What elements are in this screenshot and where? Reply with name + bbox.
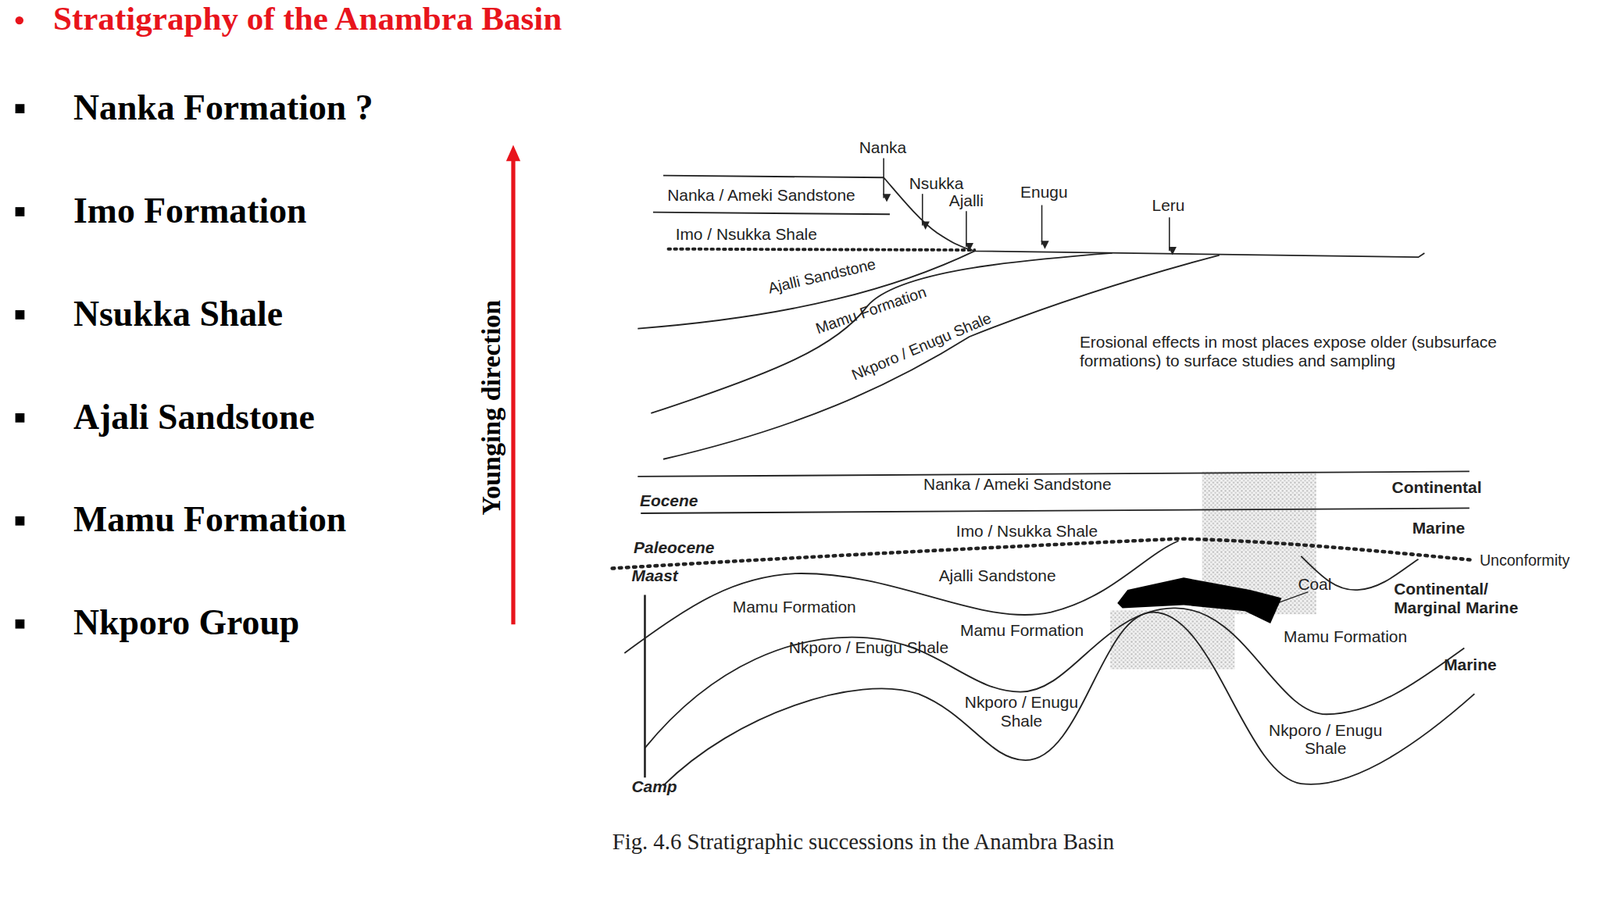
layer-label: Nanka / Ameki Sandstone (667, 186, 855, 206)
environment-label: Marine (1443, 656, 1497, 675)
note: Erosional effects in most places expose … (1079, 333, 1519, 372)
coal-label: Coal (1297, 575, 1332, 595)
list-item: Mamu Formation (73, 500, 347, 542)
place-name: Nsukka (909, 174, 965, 193)
layer-label: Nkporo / Enugu Shale (1263, 721, 1388, 759)
figure-caption: Fig. 4.6 Stratigraphic successions in th… (612, 828, 1115, 855)
epoch-label: Paleocene (633, 539, 715, 558)
list-item: Nkporo Group (73, 603, 300, 645)
lower-section (612, 471, 1475, 786)
layer-label: Mamu Formation (1283, 627, 1408, 647)
environment-label: Continental/ Marginal Marine (1393, 580, 1527, 618)
layer-label: Nkporo / Enugu Shale (849, 308, 994, 384)
epoch-label: Eocene (639, 492, 698, 511)
slide-title: Stratigraphy of the Anambra Basin (53, 0, 562, 40)
younging-arrow (506, 144, 521, 625)
epoch-label: Maast (631, 567, 678, 586)
unconformity-label: Unconformity (1479, 550, 1570, 569)
title-bullet (15, 16, 24, 25)
list-item: Nanka Formation ? (73, 87, 374, 129)
layer-label: Mamu Formation (813, 282, 929, 338)
list-item: Ajali Sandstone (73, 396, 315, 439)
layer-label: Ajalli Sandstone (766, 254, 878, 297)
layer-label: Mamu Formation (960, 621, 1084, 640)
list-bullets (15, 103, 25, 629)
layer-label: Ajalli Sandstone (939, 567, 1057, 586)
layer-label: Imo / Nsukka Shale (956, 522, 1098, 542)
place-name: Nanka (859, 139, 907, 158)
place-name: Enugu (1020, 183, 1068, 203)
layer-label: Imo / Nsukka Shale (675, 225, 818, 245)
layer-label: Nanka / Ameki Sandstone (923, 475, 1111, 495)
layer-label: Nkporo / Enugu Shale (789, 639, 949, 658)
place-name: Leru (1152, 196, 1186, 216)
environment-label: Continental (1392, 478, 1483, 498)
environment-label: Marine (1412, 519, 1465, 539)
layer-label: Nkporo / Enugu Shale (959, 693, 1084, 732)
place-name: Ajalli (949, 192, 984, 211)
epoch-label: Camp (631, 777, 677, 797)
upper-section (637, 157, 1425, 459)
list-item: Nsukka Shale (73, 293, 283, 336)
list-item: Imo Formation (73, 190, 307, 233)
axis-label: Younging direction (476, 300, 508, 516)
layer-label: Mamu Formation (732, 597, 857, 617)
